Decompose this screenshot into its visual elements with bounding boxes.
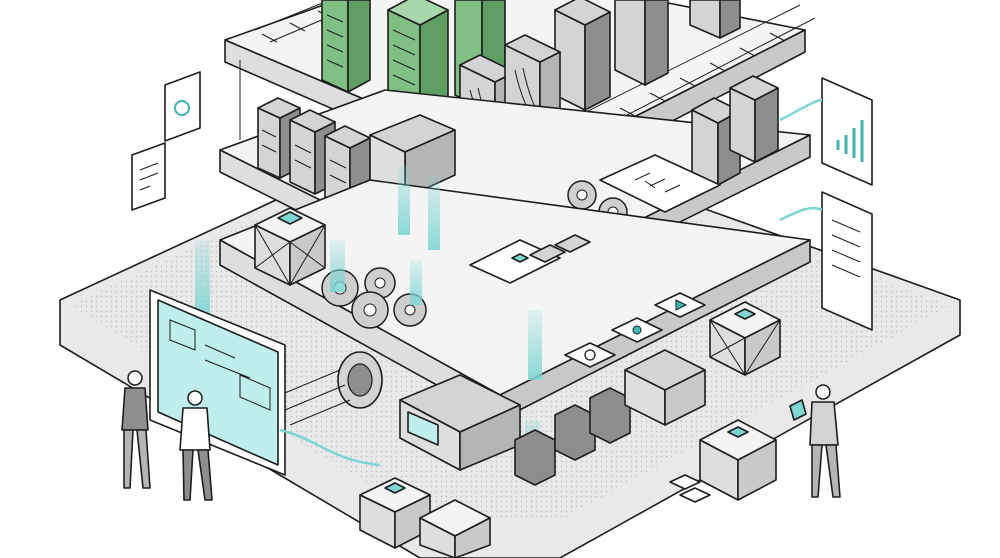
person-left-tablet (121, 370, 151, 489)
control-panel-machine (399, 374, 521, 471)
refresh-icon (584, 349, 596, 361)
document-card (131, 142, 166, 211)
play-icon (675, 299, 688, 311)
flow-card (821, 191, 873, 331)
process-tiles (564, 292, 706, 368)
gears-icon (174, 100, 190, 116)
bottom-crates (359, 477, 491, 558)
edit-document-icon (139, 162, 159, 191)
server-stacks-bottom (514, 387, 631, 486)
gear-icon (632, 325, 642, 335)
pipeline-boxes (469, 234, 591, 284)
person-right-tablet (789, 384, 841, 498)
printer-machine (624, 349, 706, 426)
crate-cube-left (254, 207, 326, 286)
processing-machine (369, 114, 456, 199)
crate-cube-right (709, 301, 781, 376)
person-center-pointing (179, 390, 213, 501)
flowchart-icon (831, 219, 861, 278)
analytics-card (821, 77, 873, 186)
flowchart-tile (599, 154, 721, 213)
cables (279, 98, 823, 467)
ground-crates-right (669, 419, 777, 503)
bar-chart-icon (836, 120, 864, 162)
grey-racks-middle-right (691, 75, 779, 186)
settings-card (164, 71, 201, 142)
grey-racks-top (554, 0, 741, 111)
motor-cylinder (279, 351, 383, 426)
